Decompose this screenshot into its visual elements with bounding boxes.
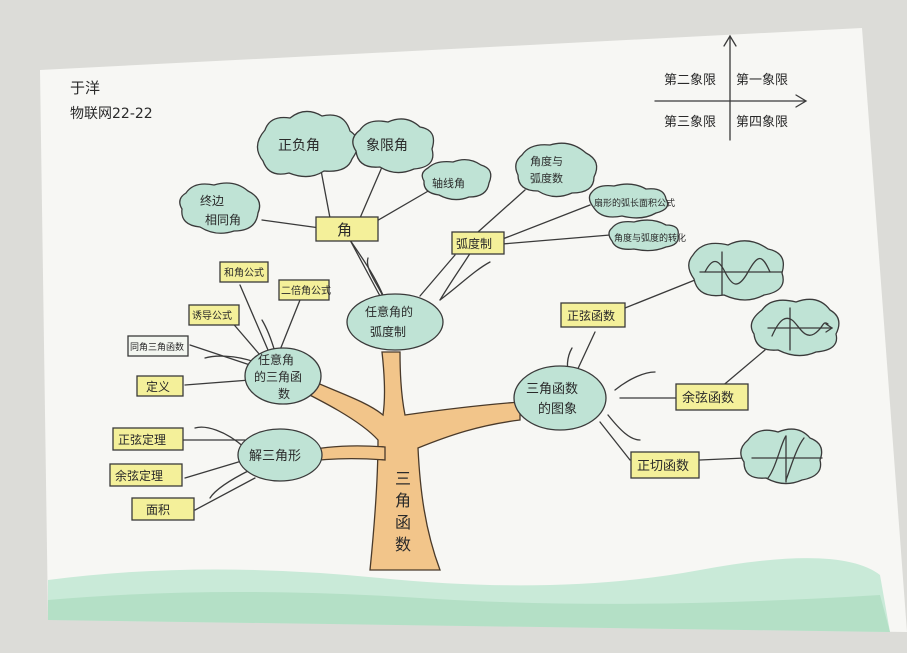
graphs-leaf-2: 余弦函数 (682, 390, 734, 406)
radian-leaf-2: 扇形的弧长面积公式 (594, 197, 675, 209)
solve-label: 解三角形 (249, 449, 301, 464)
quadrant-2-label: 第二象限 (664, 73, 716, 88)
trig-any-leaf-2: 二倍角公式 (281, 284, 331, 297)
arbitrary-line1: 任意角的 (365, 304, 413, 319)
graphs-leaf-1: 正弦函数 (567, 308, 615, 323)
solve-leaf-3: 面积 (146, 503, 170, 517)
arbitrary-line2: 弧度制 (370, 324, 406, 339)
angle-leaf-1: 正负角 (278, 138, 320, 154)
angle-label: 角 (337, 221, 352, 239)
radian-label: 弧度制 (456, 236, 492, 251)
sine-graph-sketch (689, 241, 784, 300)
angle-leaf-4b: 相同角 (205, 213, 241, 227)
angle-leaf-2: 象限角 (366, 138, 408, 154)
tangent-graph-sketch (741, 429, 822, 483)
radian-leaf-3: 角度与弧度的转化 (614, 232, 686, 244)
trunk-title-4: 数 (395, 535, 411, 554)
trig-any-line2: 的三角函 (254, 369, 302, 384)
arbitrary-angle-node: 任意角的 弧度制 (347, 294, 443, 350)
radian-leaf-1b: 弧度数 (530, 171, 563, 185)
graphs-line2: 的图象 (538, 401, 577, 417)
solve-leaf-1: 正弦定理 (118, 432, 166, 447)
trig-any-leaf-5: 定义 (146, 379, 170, 394)
trig-any-leaf-1: 和角公式 (224, 266, 264, 279)
trunk-title-3: 函 (395, 513, 411, 532)
author-class: 物联网22-22 (70, 106, 153, 122)
cosine-graph-sketch (751, 299, 839, 355)
trig-any-leaf-4: 同角三角函数 (130, 341, 184, 353)
radian-leaf-1a: 角度与 (530, 154, 563, 168)
trunk-title-2: 角 (395, 491, 411, 510)
trunk-title-1: 三 (395, 469, 411, 488)
quadrant-4-label: 第四象限 (736, 115, 788, 130)
author-name: 于洋 (70, 79, 100, 97)
graphs-line1: 三角函数 (526, 382, 578, 397)
trig-any-leaf-3: 诱导公式 (192, 309, 232, 322)
quadrant-3-label: 第三象限 (664, 115, 716, 130)
quadrant-1-label: 第一象限 (736, 73, 788, 88)
angle-leaf-3: 轴线角 (432, 176, 465, 190)
solve-leaf-2: 余弦定理 (115, 468, 163, 483)
trig-any-line3: 数 (278, 386, 290, 401)
angle-leaf-4a: 终边 (200, 193, 224, 208)
graphs-leaf-3: 正切函数 (637, 459, 689, 474)
trig-any-line1: 任意角 (258, 352, 294, 367)
